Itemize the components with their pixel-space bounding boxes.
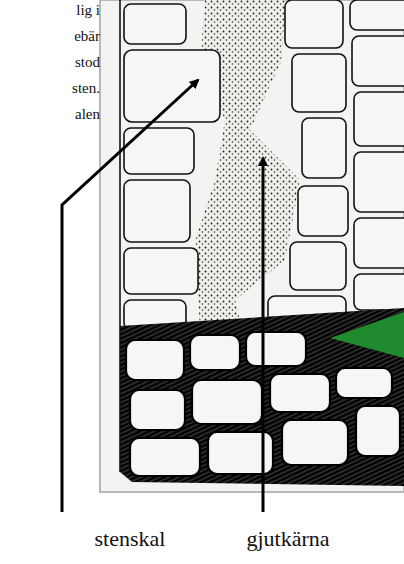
stone — [130, 438, 200, 476]
stone — [350, 0, 404, 30]
stone — [124, 180, 190, 242]
leader-line — [262, 158, 265, 512]
stone — [124, 4, 186, 44]
page-fragment: stod — [0, 54, 100, 71]
page-fragment: ebär — [0, 28, 100, 45]
page-fragment: alen — [0, 106, 100, 123]
stone — [302, 118, 346, 178]
stone — [352, 36, 404, 86]
stone — [124, 248, 198, 294]
stone — [124, 128, 194, 174]
stone — [354, 218, 404, 268]
page-fragment: sten. — [0, 80, 100, 97]
stone — [356, 406, 400, 456]
stone — [354, 152, 404, 212]
stone — [298, 186, 348, 236]
stone — [285, 0, 343, 48]
stone — [246, 332, 306, 366]
stone — [290, 242, 346, 290]
stone — [126, 340, 184, 380]
part-label: stenskal — [60, 526, 200, 552]
leader-line — [62, 80, 198, 512]
wall-outline — [119, 0, 121, 472]
green-ground — [330, 312, 404, 358]
stone — [192, 380, 262, 424]
stone — [336, 368, 392, 398]
stone — [124, 50, 220, 122]
stone — [282, 420, 348, 465]
stone — [130, 390, 185, 430]
stone — [292, 54, 346, 112]
page-fragment: lig i — [0, 2, 100, 19]
stone — [354, 92, 404, 146]
stone — [190, 335, 240, 370]
stone — [354, 274, 404, 310]
part-label: gjutkärna — [218, 526, 358, 552]
stone — [270, 374, 330, 412]
